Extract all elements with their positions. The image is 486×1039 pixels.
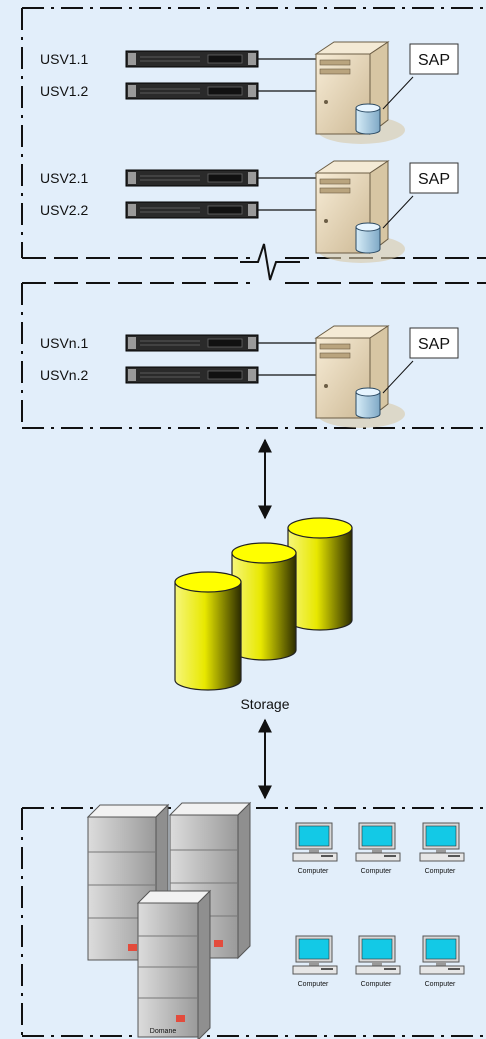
rack-server-unit	[125, 82, 259, 100]
storage-label: Storage	[240, 696, 289, 712]
server-rows: USV1.1USV1.2SAPUSV2.1USV2.2SAPUSVn.1USVn…	[40, 41, 459, 428]
sap-callout: SAP	[382, 43, 459, 110]
computer-label: Computer	[361, 981, 392, 988]
computer-icon: Computer	[292, 822, 338, 875]
break-symbol	[240, 243, 300, 281]
computer-icon: Computer	[419, 935, 465, 988]
rack-unit-label: USV1.2	[40, 83, 88, 99]
sap-callout: SAP	[382, 327, 459, 394]
sap-label: SAP	[418, 52, 450, 69]
sap-label: SAP	[418, 336, 450, 353]
database-icon	[355, 222, 381, 254]
database-icon	[355, 387, 381, 419]
storage-cylinders	[174, 517, 353, 691]
computer-label: Computer	[298, 868, 329, 875]
rack-server-unit	[125, 169, 259, 187]
sap-callout: SAP	[382, 162, 459, 229]
computer-icon: Computer	[355, 935, 401, 988]
rack-unit-label: USVn.2	[40, 367, 88, 383]
storage-cylinder-3	[287, 517, 353, 631]
rack-server-unit	[125, 50, 259, 68]
tower-server-front	[136, 889, 212, 1039]
computer-icon: Computer	[355, 822, 401, 875]
computer-label: Computer	[298, 981, 329, 988]
server-group-2-frame	[21, 282, 486, 429]
domain-servers: Domane	[86, 801, 252, 1039]
rack-unit-label: USV2.2	[40, 202, 88, 218]
computer-label: Computer	[361, 868, 392, 875]
rack-unit-label: USVn.1	[40, 335, 88, 351]
computer-icon: Computer	[292, 935, 338, 988]
database-icon	[355, 103, 381, 135]
sap-label: SAP	[418, 171, 450, 188]
domain-label: Domane	[150, 1028, 177, 1035]
rack-server-unit	[125, 201, 259, 219]
computer-label: Computer	[425, 981, 456, 988]
storage-cylinder-1	[174, 571, 242, 691]
rack-server-unit	[125, 366, 259, 384]
computer-icon: Computer	[419, 822, 465, 875]
rack-server-unit	[125, 334, 259, 352]
rack-unit-label: USV1.1	[40, 51, 88, 67]
rack-unit-label: USV2.1	[40, 170, 88, 186]
computer-label: Computer	[425, 868, 456, 875]
